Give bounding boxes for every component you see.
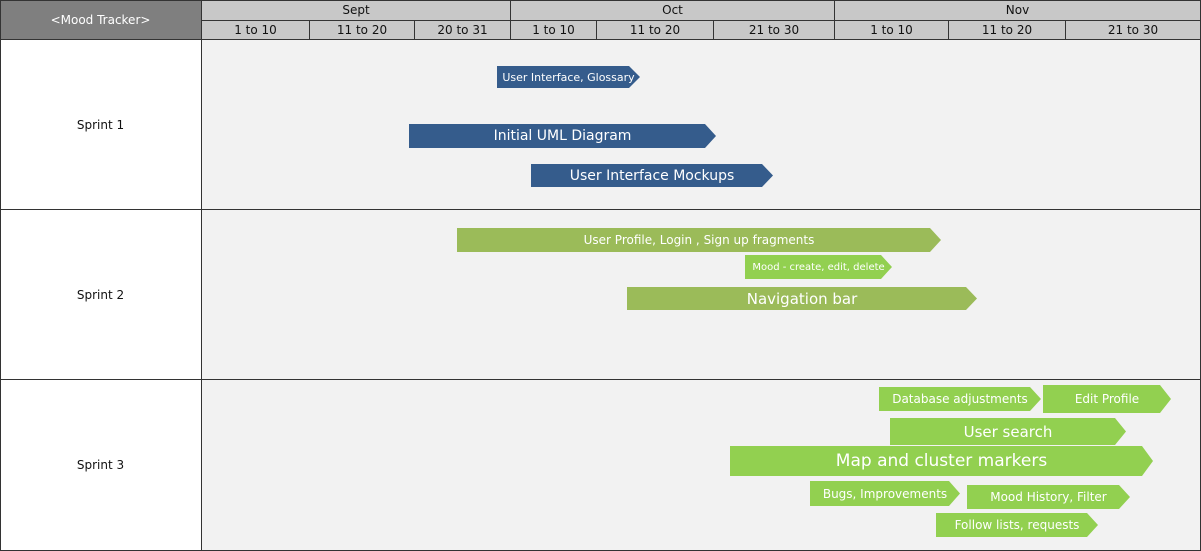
period-header: 11 to 20 xyxy=(949,21,1066,40)
month-header-sept: Sept xyxy=(202,0,511,21)
task-bar: Bugs, Improvements xyxy=(810,481,960,506)
month-header-oct: Oct xyxy=(511,0,835,21)
task-bar: Follow lists, requests xyxy=(936,513,1098,537)
task-bar: Mood History, Filter xyxy=(967,485,1130,509)
sprint-label-3: Sprint 3 xyxy=(0,380,202,551)
period-header: 1 to 10 xyxy=(202,21,310,40)
period-header: 21 to 30 xyxy=(714,21,835,40)
period-header: 1 to 10 xyxy=(511,21,597,40)
task-bar: User Profile, Login , Sign up fragments xyxy=(457,228,941,252)
period-header: 20 to 31 xyxy=(415,21,511,40)
task-bar: Map and cluster markers xyxy=(730,446,1153,476)
sprint-label-2: Sprint 2 xyxy=(0,210,202,380)
task-bar: Mood - create, edit, delete xyxy=(745,255,892,279)
task-bar: Navigation bar xyxy=(627,287,977,310)
task-bar: Edit Profile xyxy=(1043,385,1171,413)
task-bar: User Interface Mockups xyxy=(531,164,773,187)
period-header: 11 to 20 xyxy=(310,21,415,40)
task-bar: Initial UML Diagram xyxy=(409,124,716,148)
period-header: 1 to 10 xyxy=(835,21,949,40)
task-bar: User search xyxy=(890,418,1126,445)
month-header-nov: Nov xyxy=(835,0,1201,21)
period-header: 21 to 30 xyxy=(1066,21,1201,40)
task-bar: User Interface, Glossary xyxy=(497,66,640,88)
period-header: 11 to 20 xyxy=(597,21,714,40)
sprint-label-1: Sprint 1 xyxy=(0,40,202,210)
task-bar: Database adjustments xyxy=(879,387,1041,411)
chart-title: <Mood Tracker> xyxy=(0,0,202,40)
